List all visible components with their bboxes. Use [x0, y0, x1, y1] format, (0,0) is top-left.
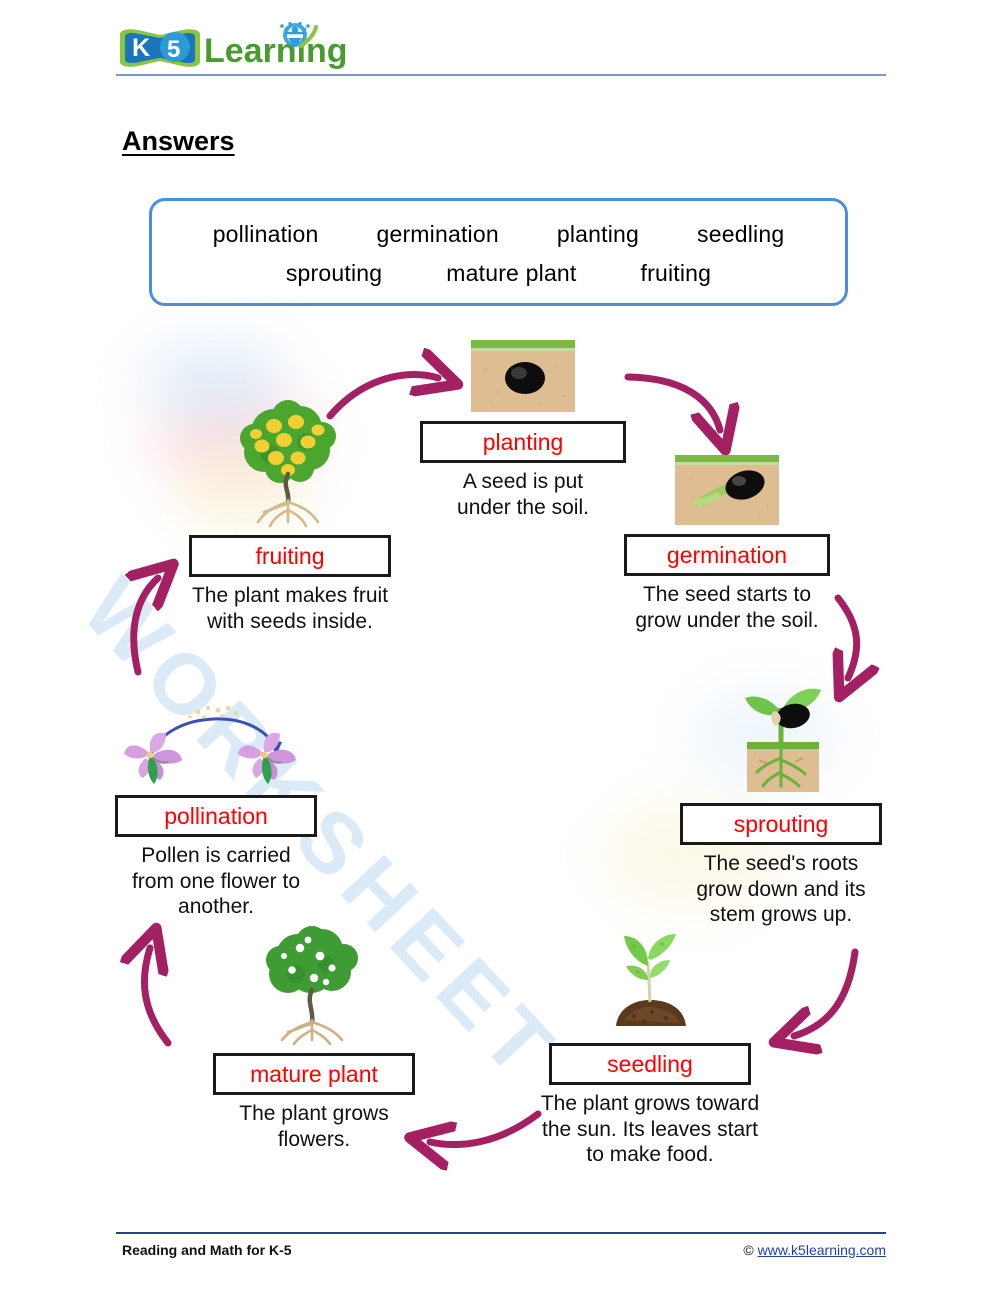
label-box-germination: germination: [624, 534, 830, 576]
header-divider: [116, 74, 886, 76]
stage-pollination: pollination Pollen is carried from one f…: [114, 690, 318, 920]
footer-divider: [116, 1232, 886, 1234]
stage-label: fruiting: [255, 542, 325, 569]
young-plant-in-soil-mound-icon: [616, 934, 686, 1026]
mature-plant-art: [212, 922, 416, 1051]
stage-mature-plant: mature plant The plant grows flowers.: [212, 922, 416, 1152]
label-box-fruiting: fruiting: [189, 535, 391, 577]
label-box-seedling: seedling: [549, 1043, 751, 1085]
arrow-germination-to-sprouting: [838, 594, 857, 678]
bush-with-yellow-fruit-icon: [240, 400, 336, 528]
sprouting-art: [678, 668, 884, 801]
svg-text:K: K: [132, 34, 150, 62]
stage-label: sprouting: [733, 810, 829, 837]
k5learning-link[interactable]: www.k5learning.com: [757, 1242, 886, 1258]
label-box-sprouting: sprouting: [680, 803, 882, 845]
stage-fruiting: fruiting The plant makes fruit with seed…: [188, 398, 392, 634]
stage-description: Pollen is carried from one flower to ano…: [131, 844, 301, 919]
stage-description: The plant grows flowers.: [239, 1102, 389, 1151]
word-bank: pollination germination planting seedlin…: [149, 198, 848, 306]
arrow-pollination-to-fruiting: [134, 578, 158, 676]
word-bank-item: sprouting: [285, 260, 383, 286]
stage-planting: planting A seed is put under the soil.: [418, 340, 628, 520]
word-bank-item: mature plant: [446, 260, 577, 286]
pollination-art: [114, 690, 318, 791]
svg-text:5: 5: [167, 36, 180, 63]
stage-label: pollination: [164, 802, 268, 829]
logo-svg: K 5 Learning: [120, 21, 348, 70]
word-bank-item: seedling: [697, 221, 785, 247]
stage-germination: germination The seed starts to grow unde…: [622, 455, 832, 633]
arrow-seedling-to-mature-plant: [430, 1110, 542, 1145]
arrow-mature-plant-to-pollination: [144, 948, 172, 1047]
label-box-pollination: pollination: [115, 795, 317, 837]
stage-seedling: seedling The plant grows toward the sun.…: [530, 920, 770, 1168]
stage-label: planting: [482, 428, 564, 455]
stage-description: The seed starts to grow under the soil.: [635, 583, 819, 632]
stage-description: The plant grows toward the sun. Its leav…: [540, 1092, 760, 1167]
label-box-mature-plant: mature plant: [213, 1053, 415, 1095]
seedling-with-roots-and-leaves-icon: [745, 688, 821, 792]
seed-buried-in-soil-icon: [471, 340, 575, 412]
stage-sprouting: sprouting The seed's roots grow down and…: [678, 668, 884, 928]
word-bank-item: germination: [376, 221, 499, 247]
k5-learning-logo: K 5 Learning: [116, 21, 356, 74]
word-bank-item: fruiting: [640, 260, 712, 286]
fruiting-art: [188, 398, 392, 533]
stage-description: A seed is put under the soil.: [457, 470, 589, 519]
stage-label: seedling: [607, 1050, 693, 1077]
svg-text:Learning: Learning: [204, 32, 348, 70]
planting-art: [418, 340, 628, 417]
footer-tagline: Reading and Math for K-5: [122, 1242, 292, 1258]
word-bank-row-1: pollination germination planting seedlin…: [152, 221, 845, 248]
stage-description: The seed's roots grow down and its stem …: [696, 852, 866, 927]
stage-description: The plant makes fruit with seeds inside.: [191, 584, 389, 633]
word-bank-item: pollination: [212, 221, 319, 247]
label-box-planting: planting: [420, 421, 626, 463]
bush-with-white-flowers-icon: [266, 926, 358, 1046]
stage-label: mature plant: [250, 1060, 378, 1087]
stage-label: germination: [666, 541, 788, 568]
word-bank-item: planting: [556, 221, 640, 247]
page-title: Answers: [122, 126, 235, 156]
arrow-planting-to-germination: [624, 373, 720, 430]
copyright-symbol: ©: [743, 1242, 754, 1258]
word-bank-row-2: sprouting mature plant fruiting: [152, 260, 845, 287]
germination-art: [622, 455, 832, 530]
seedling-art: [530, 920, 770, 1041]
arrow-sprouting-to-seedling: [794, 948, 859, 1036]
two-flowers-with-pollen-arc-icon: [124, 705, 296, 784]
footer-copyright: © www.k5learning.com: [743, 1242, 886, 1258]
seed-with-sprouting-root-icon: [675, 455, 779, 525]
